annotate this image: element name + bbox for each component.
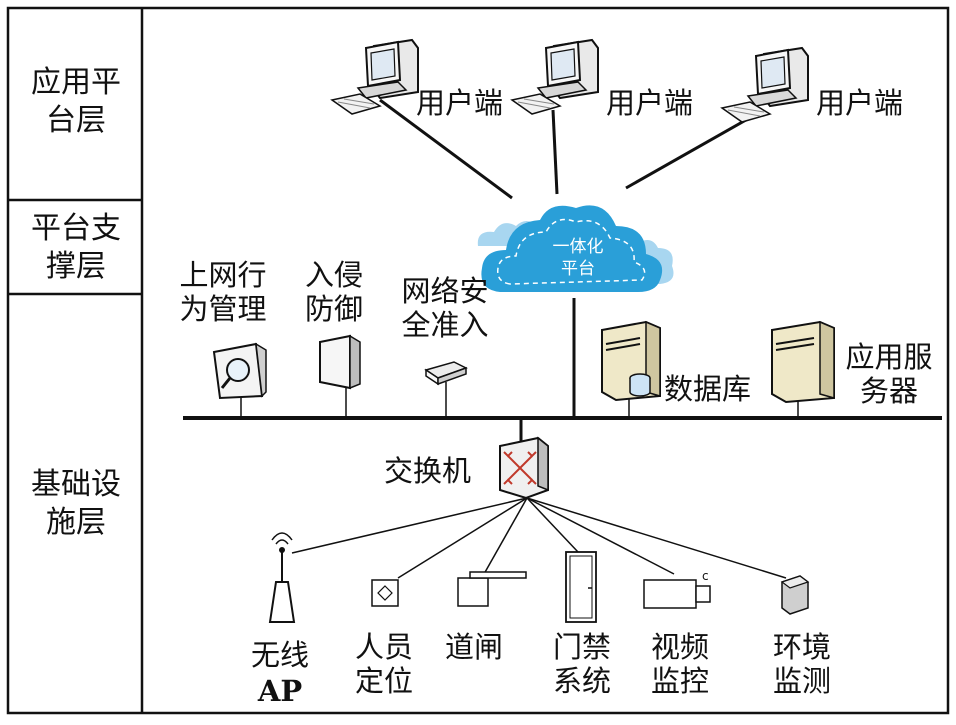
user-terminal-label-1: 用户端 <box>416 86 504 120</box>
gate-label: 道闸 <box>444 630 503 664</box>
layer-label-platform: 平台支 撑层 <box>31 211 121 284</box>
door-access-device <box>565 551 597 623</box>
app-server-label: 应用服 务器 <box>845 340 933 408</box>
database-server <box>601 320 661 402</box>
personnel-positioning-label: 人员 定位 <box>354 630 413 698</box>
gate-device <box>457 571 527 607</box>
intrusion-defense-device <box>319 334 361 390</box>
video-monitoring-label: 视频 监控 <box>650 630 709 698</box>
intrusion-defense-label: 入侵 防御 <box>304 258 363 326</box>
layer-label-infrastructure: 基础设 施层 <box>31 467 121 540</box>
device-drops <box>240 382 799 418</box>
network-access-label: 网络安 全准入 <box>401 274 489 342</box>
camera-device: c <box>643 569 711 609</box>
wireless-ap-suffix-label: AP <box>257 674 303 708</box>
cloud-icon <box>477 205 674 292</box>
switch-label: 交换机 <box>384 454 472 488</box>
access-control-label: 门禁 系统 <box>552 630 611 698</box>
personnel-positioning-device <box>371 579 399 607</box>
environment-monitoring-label: 环境 监测 <box>772 630 831 698</box>
database-label: 数据库 <box>664 372 752 406</box>
wireless-ap-label: 无线 <box>250 638 309 672</box>
user-terminal-label-3: 用户端 <box>816 86 904 120</box>
network-access-device <box>424 361 468 386</box>
wireless-ap-device <box>268 532 296 623</box>
behavior-mgmt-label: 上网行 为管理 <box>179 258 267 326</box>
user-computers <box>330 38 809 123</box>
cloud-platform-label: 一体化 平台 <box>552 237 604 279</box>
environment-sensor-device <box>780 575 810 615</box>
behavior-management-device <box>212 342 267 400</box>
svg-text:c: c <box>702 569 709 583</box>
computer-icon <box>720 46 809 123</box>
application-server <box>771 320 835 404</box>
switch-device <box>499 436 549 500</box>
outer-frame <box>6 6 950 715</box>
computer-icon <box>510 38 599 115</box>
user-links <box>379 98 761 200</box>
layer-label-application: 应用平 台层 <box>31 65 121 138</box>
switch-endpoint-links <box>291 497 787 579</box>
computer-icon <box>330 38 419 115</box>
user-terminal-label-2: 用户端 <box>606 86 694 120</box>
